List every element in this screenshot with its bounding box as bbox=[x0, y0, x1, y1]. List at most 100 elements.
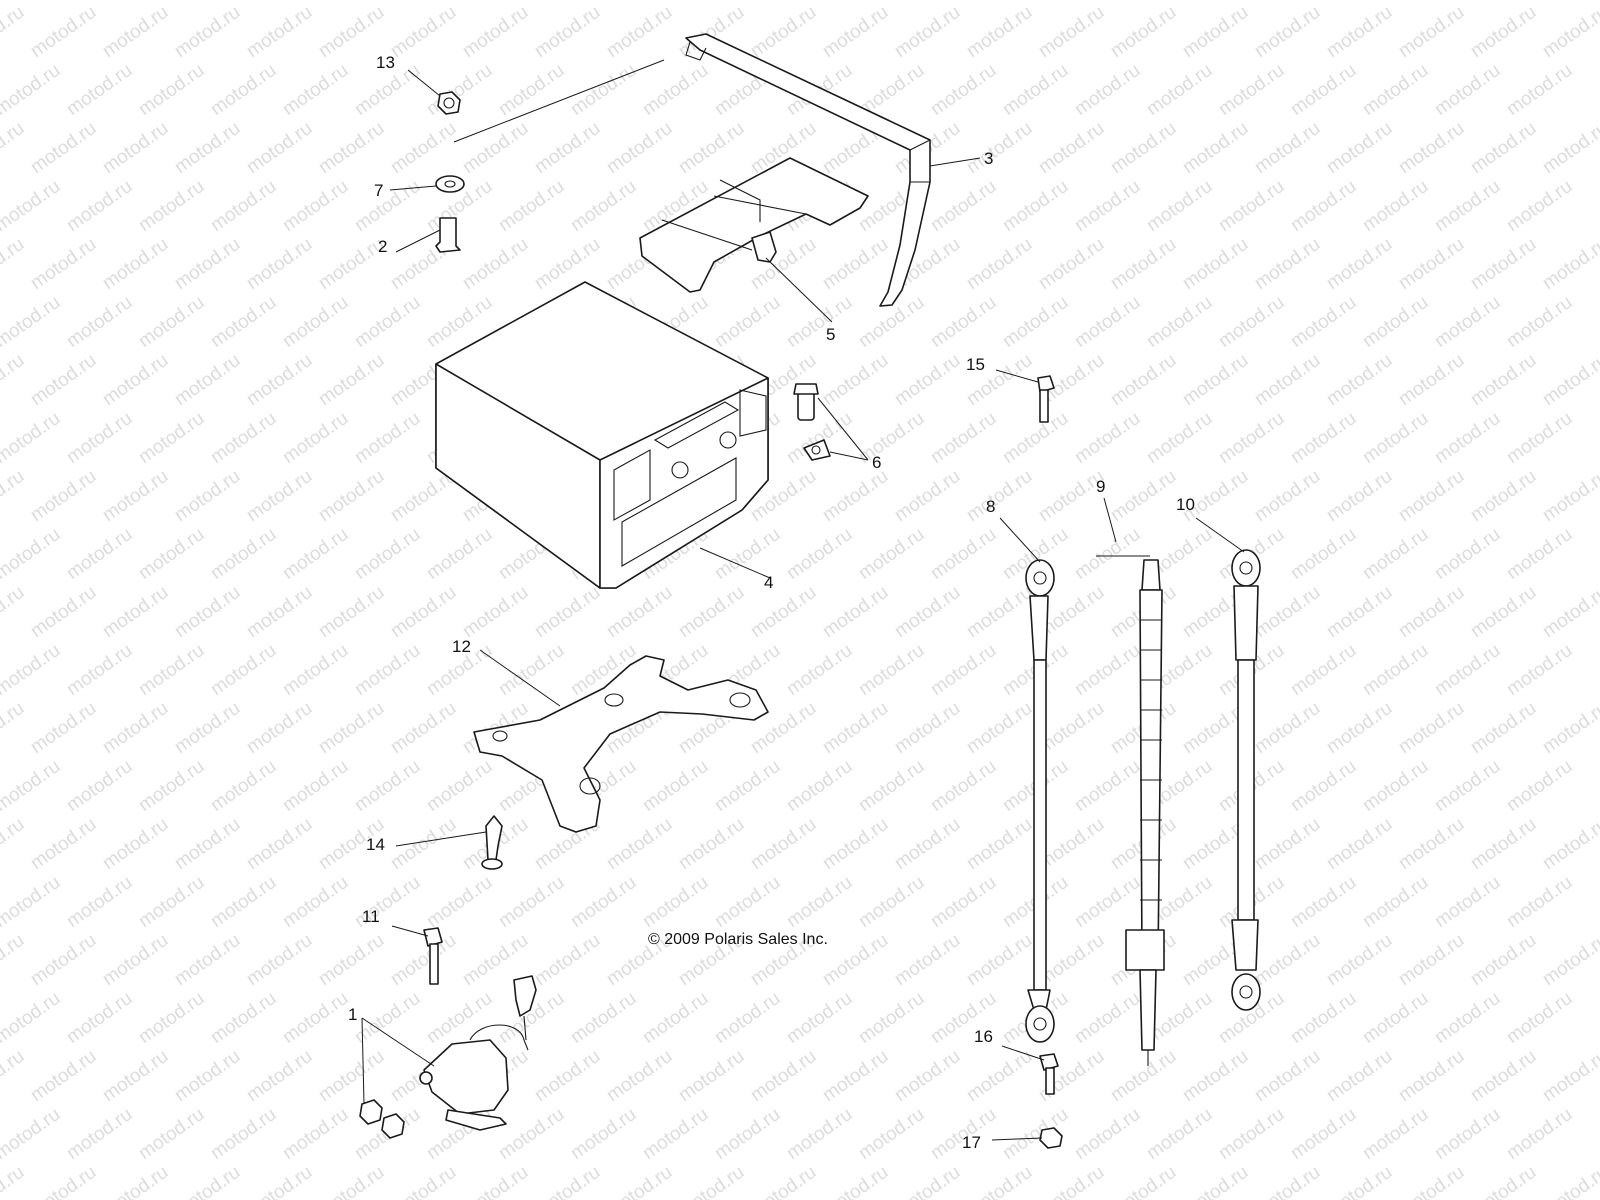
watermark-text: motod.ru bbox=[63, 640, 136, 700]
watermark-text: motod.ru bbox=[1539, 350, 1600, 410]
callout-13: 13 bbox=[376, 53, 395, 72]
watermark-text: motod.ru bbox=[1071, 176, 1144, 236]
watermark-text: motod.ru bbox=[1359, 756, 1432, 816]
callout-12: 12 bbox=[452, 637, 471, 656]
watermark-text: motod.ru bbox=[99, 1046, 172, 1106]
watermark-text: motod.ru bbox=[1431, 292, 1504, 352]
callout-7: 7 bbox=[374, 181, 383, 200]
nut-6 bbox=[803, 439, 831, 461]
watermark-text: motod.ru bbox=[783, 872, 856, 932]
watermark-text: motod.ru bbox=[459, 118, 532, 178]
watermark-text: motod.ru bbox=[243, 118, 316, 178]
watermark-text: motod.ru bbox=[1323, 930, 1396, 990]
watermark-text: motod.ru bbox=[1539, 814, 1600, 874]
watermark-text: motod.ru bbox=[315, 1046, 388, 1106]
watermark-text: motod.ru bbox=[0, 176, 64, 236]
watermark-text: motod.ru bbox=[711, 292, 784, 352]
watermark-text: motod.ru bbox=[135, 176, 208, 236]
watermark-text: motod.ru bbox=[27, 930, 100, 990]
watermark-text: motod.ru bbox=[639, 1104, 712, 1164]
watermark-text: motod.ru bbox=[999, 292, 1072, 352]
watermark-text: motod.ru bbox=[1503, 0, 1576, 4]
watermark-text: motod.ru bbox=[207, 176, 280, 236]
watermark-text: motod.ru bbox=[1503, 1104, 1576, 1164]
watermark-text: motod.ru bbox=[27, 118, 100, 178]
watermark-text: motod.ru bbox=[963, 1162, 1036, 1200]
watermark-text: motod.ru bbox=[423, 756, 496, 816]
push-rivet-14 bbox=[481, 815, 503, 870]
watermark-text: motod.ru bbox=[1071, 988, 1144, 1048]
watermark-text: motod.ru bbox=[243, 1046, 316, 1106]
watermark-text: motod.ru bbox=[1359, 640, 1432, 700]
watermark-text: motod.ru bbox=[1035, 1162, 1108, 1200]
watermark-text: motod.ru bbox=[963, 234, 1036, 294]
bolt-16 bbox=[1039, 1053, 1059, 1095]
watermark-text: motod.ru bbox=[1071, 1104, 1144, 1164]
washer-7 bbox=[435, 175, 465, 193]
watermark-text: motod.ru bbox=[351, 292, 424, 352]
watermark-text: motod.ru bbox=[1359, 292, 1432, 352]
callout-15: 15 bbox=[966, 355, 985, 374]
starter-solenoid bbox=[359, 975, 537, 1139]
watermark-text: motod.ru bbox=[0, 0, 64, 4]
watermark-text: motod.ru bbox=[639, 0, 712, 4]
watermark-text: motod.ru bbox=[927, 60, 1000, 120]
watermark-text: motod.ru bbox=[1179, 118, 1252, 178]
watermark-text: motod.ru bbox=[891, 698, 964, 758]
watermark-text: motod.ru bbox=[603, 118, 676, 178]
watermark-text: motod.ru bbox=[243, 234, 316, 294]
watermark-text: motod.ru bbox=[783, 0, 856, 4]
watermark-text: motod.ru bbox=[27, 1162, 100, 1200]
watermark-text: motod.ru bbox=[1431, 408, 1504, 468]
watermark-text: motod.ru bbox=[495, 0, 568, 4]
watermark-text: motod.ru bbox=[999, 1104, 1072, 1164]
watermark-text: motod.ru bbox=[999, 60, 1072, 120]
watermark-text: motod.ru bbox=[1287, 292, 1360, 352]
watermark-text: motod.ru bbox=[819, 350, 892, 410]
watermark-text: motod.ru bbox=[1323, 698, 1396, 758]
watermark-text: motod.ru bbox=[1107, 1162, 1180, 1200]
watermark-text: motod.ru bbox=[63, 1104, 136, 1164]
watermark-text: motod.ru bbox=[1395, 1162, 1468, 1200]
watermark-text: motod.ru bbox=[819, 2, 892, 62]
watermark-text: motod.ru bbox=[27, 1046, 100, 1106]
watermark-text: motod.ru bbox=[0, 350, 28, 410]
watermark-text: motod.ru bbox=[1467, 350, 1540, 410]
watermark-text: motod.ru bbox=[1143, 176, 1216, 236]
watermark-text: motod.ru bbox=[1323, 814, 1396, 874]
nut-13 bbox=[437, 91, 461, 115]
watermark-text: motod.ru bbox=[459, 2, 532, 62]
watermark-text: motod.ru bbox=[63, 60, 136, 120]
watermark-text: motod.ru bbox=[0, 1162, 28, 1200]
battery-strap bbox=[685, 33, 931, 307]
watermark-text: motod.ru bbox=[963, 466, 1036, 526]
callout-4: 4 bbox=[764, 573, 773, 592]
watermark-text: motod.ru bbox=[855, 640, 928, 700]
watermark-text: motod.ru bbox=[99, 2, 172, 62]
watermark-text: motod.ru bbox=[1179, 1162, 1252, 1200]
watermark-text: motod.ru bbox=[0, 292, 64, 352]
watermark-text: motod.ru bbox=[315, 1162, 388, 1200]
watermark-text: motod.ru bbox=[1503, 408, 1576, 468]
watermark-text: motod.ru bbox=[1107, 350, 1180, 410]
watermark-text: motod.ru bbox=[1323, 350, 1396, 410]
watermark-text: motod.ru bbox=[1215, 408, 1288, 468]
watermark-text: motod.ru bbox=[99, 814, 172, 874]
watermark-text: motod.ru bbox=[675, 582, 748, 642]
watermark-text: motod.ru bbox=[423, 988, 496, 1048]
watermark-text: motod.ru bbox=[1071, 0, 1144, 4]
watermark-text: motod.ru bbox=[459, 1162, 532, 1200]
watermark-text: motod.ru bbox=[27, 582, 100, 642]
watermark-text: motod.ru bbox=[1359, 872, 1432, 932]
watermark-text: motod.ru bbox=[1287, 0, 1360, 4]
watermark-text: motod.ru bbox=[783, 756, 856, 816]
watermark-text: motod.ru bbox=[279, 756, 352, 816]
watermark-text: motod.ru bbox=[531, 118, 604, 178]
watermark-text: motod.ru bbox=[1431, 756, 1504, 816]
watermark-text: motod.ru bbox=[1539, 1046, 1600, 1106]
watermark-text: motod.ru bbox=[1107, 234, 1180, 294]
watermark-text: motod.ru bbox=[135, 60, 208, 120]
watermark-text: motod.ru bbox=[27, 350, 100, 410]
watermark-text: motod.ru bbox=[279, 872, 352, 932]
